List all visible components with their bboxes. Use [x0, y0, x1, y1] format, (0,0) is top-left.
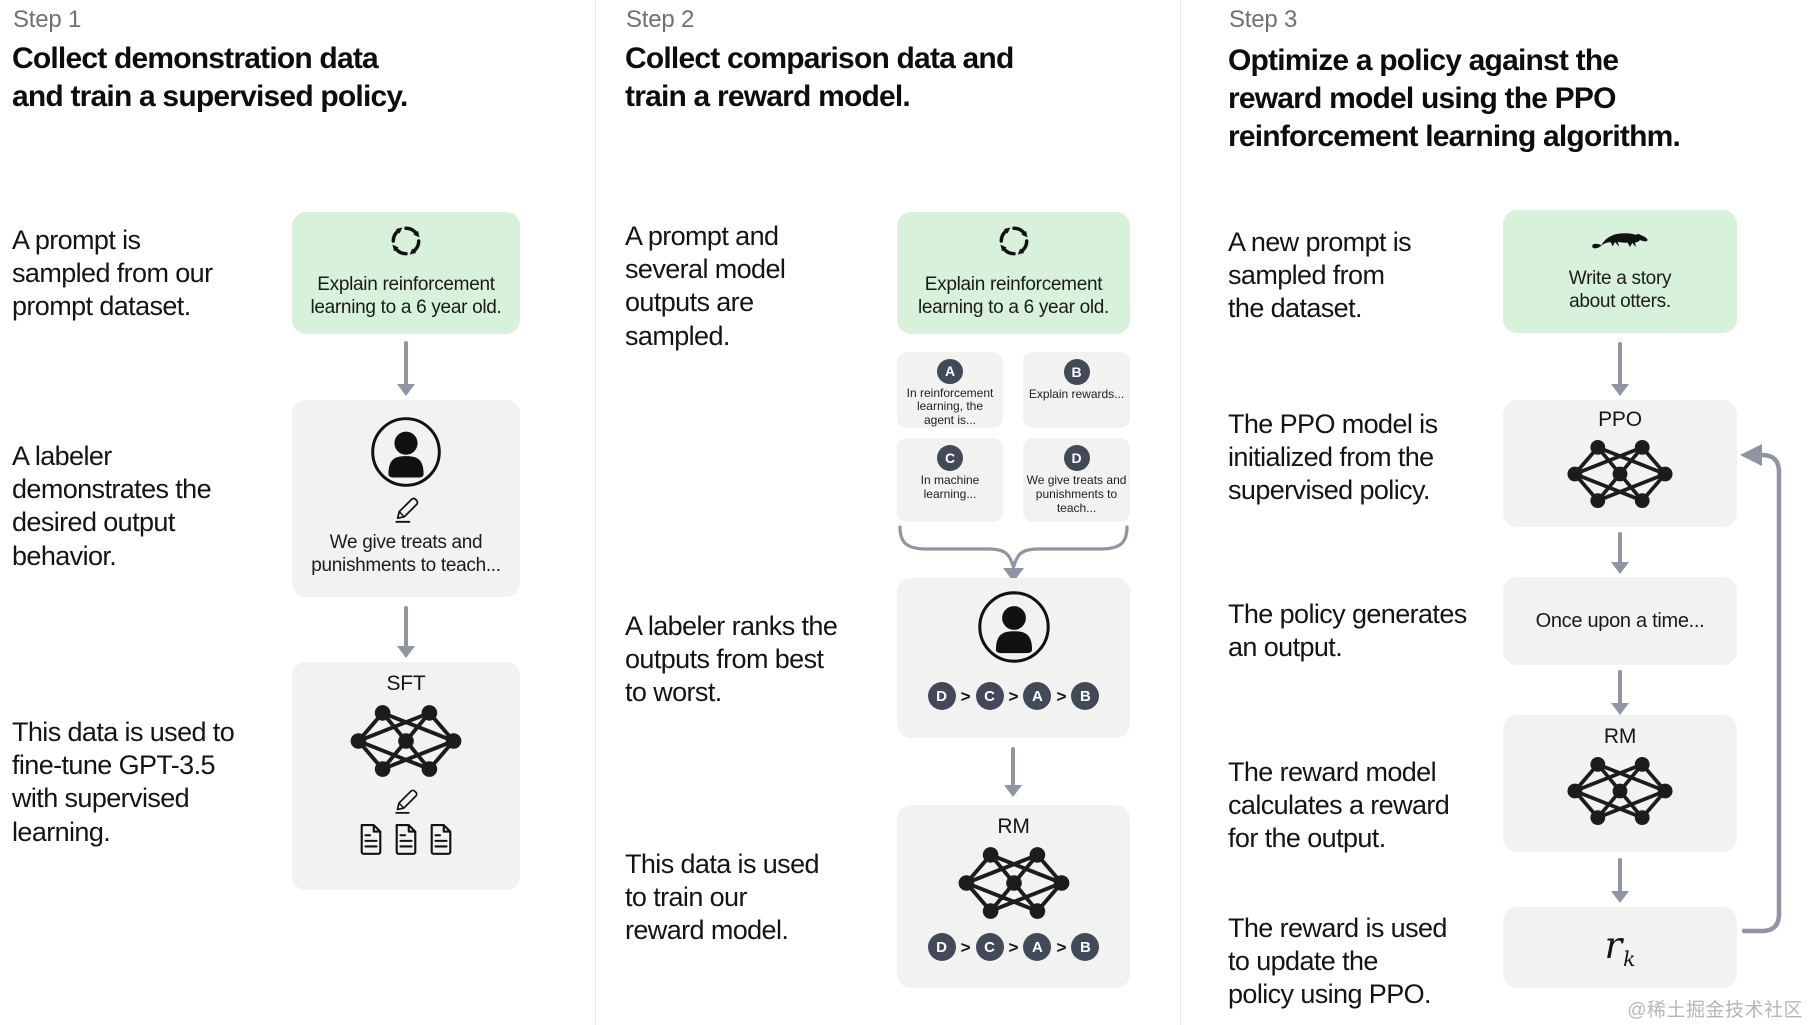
ranking-row: D > C > A > B — [897, 933, 1130, 961]
step1-caption-prompt: A prompt is sampled from our prompt data… — [12, 225, 213, 322]
rank-badge: B — [1071, 933, 1100, 961]
sft-label: SFT — [386, 672, 426, 695]
answer-text: In machine learning... — [920, 473, 980, 501]
arrow-down-icon — [1610, 532, 1630, 574]
rank-badge: D — [927, 933, 956, 961]
neural-network-icon — [956, 845, 1071, 921]
rm-label: RM — [997, 815, 1030, 838]
step1-caption-labeler: A labeler demonstrates the desired outpu… — [12, 441, 212, 571]
arrow-down-icon — [396, 341, 416, 396]
ranking-row: D > C > A > B — [897, 682, 1130, 710]
column-divider-1 — [595, 0, 596, 1025]
greater-than: > — [1056, 686, 1067, 706]
reward-subscript: k — [1623, 947, 1636, 972]
cycle-icon — [386, 221, 426, 261]
document-icon — [360, 824, 382, 855]
greater-than: > — [960, 937, 971, 957]
step2-title: Collect comparison data and train a rewa… — [625, 42, 1014, 113]
answer-badge: C — [937, 445, 963, 471]
rank-badge: A — [1023, 933, 1052, 961]
greater-than: > — [1056, 937, 1067, 957]
step3-caption-reward-calc: The reward model calculates a reward for… — [1228, 757, 1450, 854]
step3-caption-reward-update: The reward is used to update the policy … — [1228, 913, 1447, 1010]
step1-caption-finetune: This data is used to fine-tune GPT-3.5 w… — [12, 717, 235, 847]
document-icon — [395, 824, 417, 855]
person-icon — [371, 417, 441, 487]
step1-prompt-text: Explain reinforcement learning to a 6 ye… — [310, 274, 502, 319]
step2-label: Step 2 — [626, 6, 695, 33]
arrow-down-icon — [1610, 858, 1630, 903]
arrow-down-icon — [1610, 342, 1630, 396]
reward-base: r — [1604, 923, 1623, 967]
answer-box-c: C In machine learning... — [897, 438, 1003, 522]
step2-caption-sampled: A prompt and several model outputs are s… — [625, 221, 786, 351]
step3-label: Step 3 — [1229, 6, 1298, 33]
step3-prompt-box: Write a story about otters. — [1503, 210, 1737, 333]
reward-symbol: rk — [1604, 924, 1635, 971]
rank-badge: C — [975, 682, 1004, 710]
answer-text: Explain rewards... — [1028, 387, 1125, 401]
step1-labeler-text: We give treats and punishments to teach.… — [311, 532, 501, 577]
step2-labeler-box: D > C > A > B — [897, 578, 1130, 738]
step3-prompt-text: Write a story about otters. — [1568, 268, 1672, 313]
rank-badge: A — [1023, 682, 1052, 710]
neural-network-icon — [1565, 755, 1675, 827]
step2-rm-box: RM D > C > A > B — [897, 805, 1130, 988]
step3-output-box: Once upon a time... — [1503, 577, 1737, 665]
watermark: @稀土掘金技术社区 — [1627, 1000, 1803, 1021]
column-divider-2 — [1180, 0, 1181, 1025]
step2-prompt-box: Explain reinforcement learning to a 6 ye… — [897, 212, 1130, 334]
cycle-icon — [994, 221, 1034, 261]
answer-badge: A — [937, 359, 963, 384]
rm-label: RM — [1603, 725, 1637, 748]
step2-caption-ranks: A labeler ranks the outputs from best to… — [625, 611, 838, 708]
arrow-down-icon — [396, 606, 416, 658]
person-icon — [977, 591, 1050, 663]
step3-title: Optimize a policy against the reward mod… — [1228, 44, 1681, 153]
step1-sft-box: SFT — [292, 662, 520, 890]
documents-row — [358, 822, 454, 856]
step1-labeler-box: We give treats and punishments to teach.… — [292, 400, 520, 597]
answer-box-a: A In reinforcement learning, the agent i… — [897, 352, 1003, 428]
step3-reward-box: rk — [1503, 907, 1737, 988]
answer-box-d: D We give treats and punishments to teac… — [1023, 438, 1130, 522]
brace-arrow-icon — [898, 525, 1129, 582]
step3-output-text: Once upon a time... — [1535, 609, 1705, 632]
answer-box-b: B Explain rewards... — [1023, 352, 1130, 428]
step2-caption-train: This data is used to train our reward mo… — [625, 849, 820, 946]
pencil-icon — [395, 789, 418, 814]
rank-badge: C — [975, 933, 1004, 961]
step1-prompt-box: Explain reinforcement learning to a 6 ye… — [292, 212, 520, 334]
step3-rm-box: RM — [1503, 715, 1737, 852]
arrow-down-icon — [1003, 747, 1023, 797]
step1-label: Step 1 — [13, 6, 82, 33]
answer-badge: D — [1063, 445, 1090, 471]
step1-title: Collect demonstration data and train a s… — [12, 42, 408, 113]
rank-badge: D — [927, 682, 956, 710]
greater-than: > — [960, 686, 971, 706]
step3-caption-new-prompt: A new prompt is sampled from the dataset… — [1228, 227, 1412, 324]
arrow-down-icon — [1610, 670, 1630, 715]
pencil-icon — [394, 497, 418, 523]
answer-badge: B — [1063, 359, 1090, 385]
step3-caption-generates: The policy generates an output. — [1228, 599, 1467, 663]
neural-network-icon — [348, 703, 464, 779]
step3-ppo-box: PPO — [1503, 400, 1737, 527]
step3-caption-ppo-init: The PPO model is initialized from the su… — [1228, 409, 1438, 506]
answer-text: In reinforcement learning, the agent is.… — [906, 385, 994, 428]
rank-badge: B — [1071, 682, 1100, 710]
neural-network-icon — [1565, 438, 1675, 510]
greater-than: > — [1008, 686, 1019, 706]
greater-than: > — [1008, 937, 1019, 957]
ppo-label: PPO — [1598, 408, 1642, 431]
otter-icon — [1592, 233, 1648, 249]
answer-text: We give treats and punishments to teach.… — [1026, 473, 1127, 515]
document-icon — [430, 824, 452, 855]
step2-prompt-text: Explain reinforcement learning to a 6 ye… — [917, 274, 1110, 319]
